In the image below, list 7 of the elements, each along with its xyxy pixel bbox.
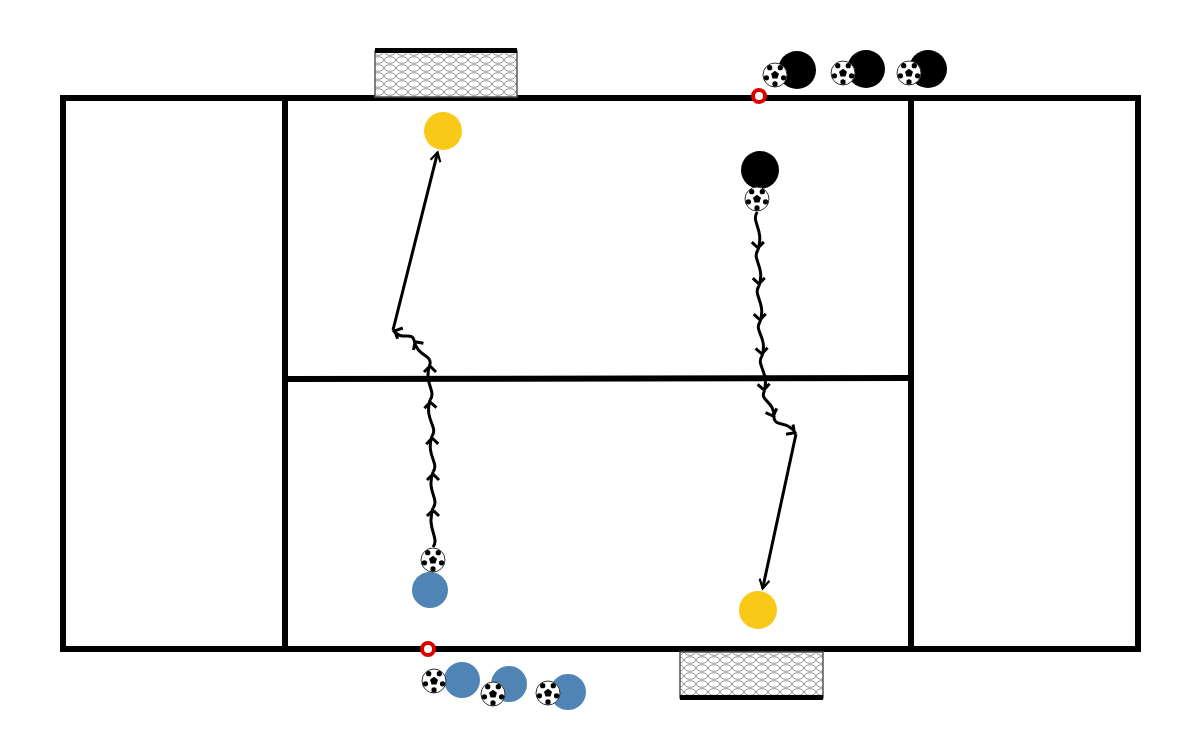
dribble-arrow [391, 150, 442, 549]
player-marker [412, 572, 448, 608]
dribble-arrow [750, 210, 798, 590]
player-marker [741, 151, 779, 189]
player-marker [739, 591, 777, 629]
player-marker [424, 112, 462, 150]
player-marker [444, 662, 480, 698]
